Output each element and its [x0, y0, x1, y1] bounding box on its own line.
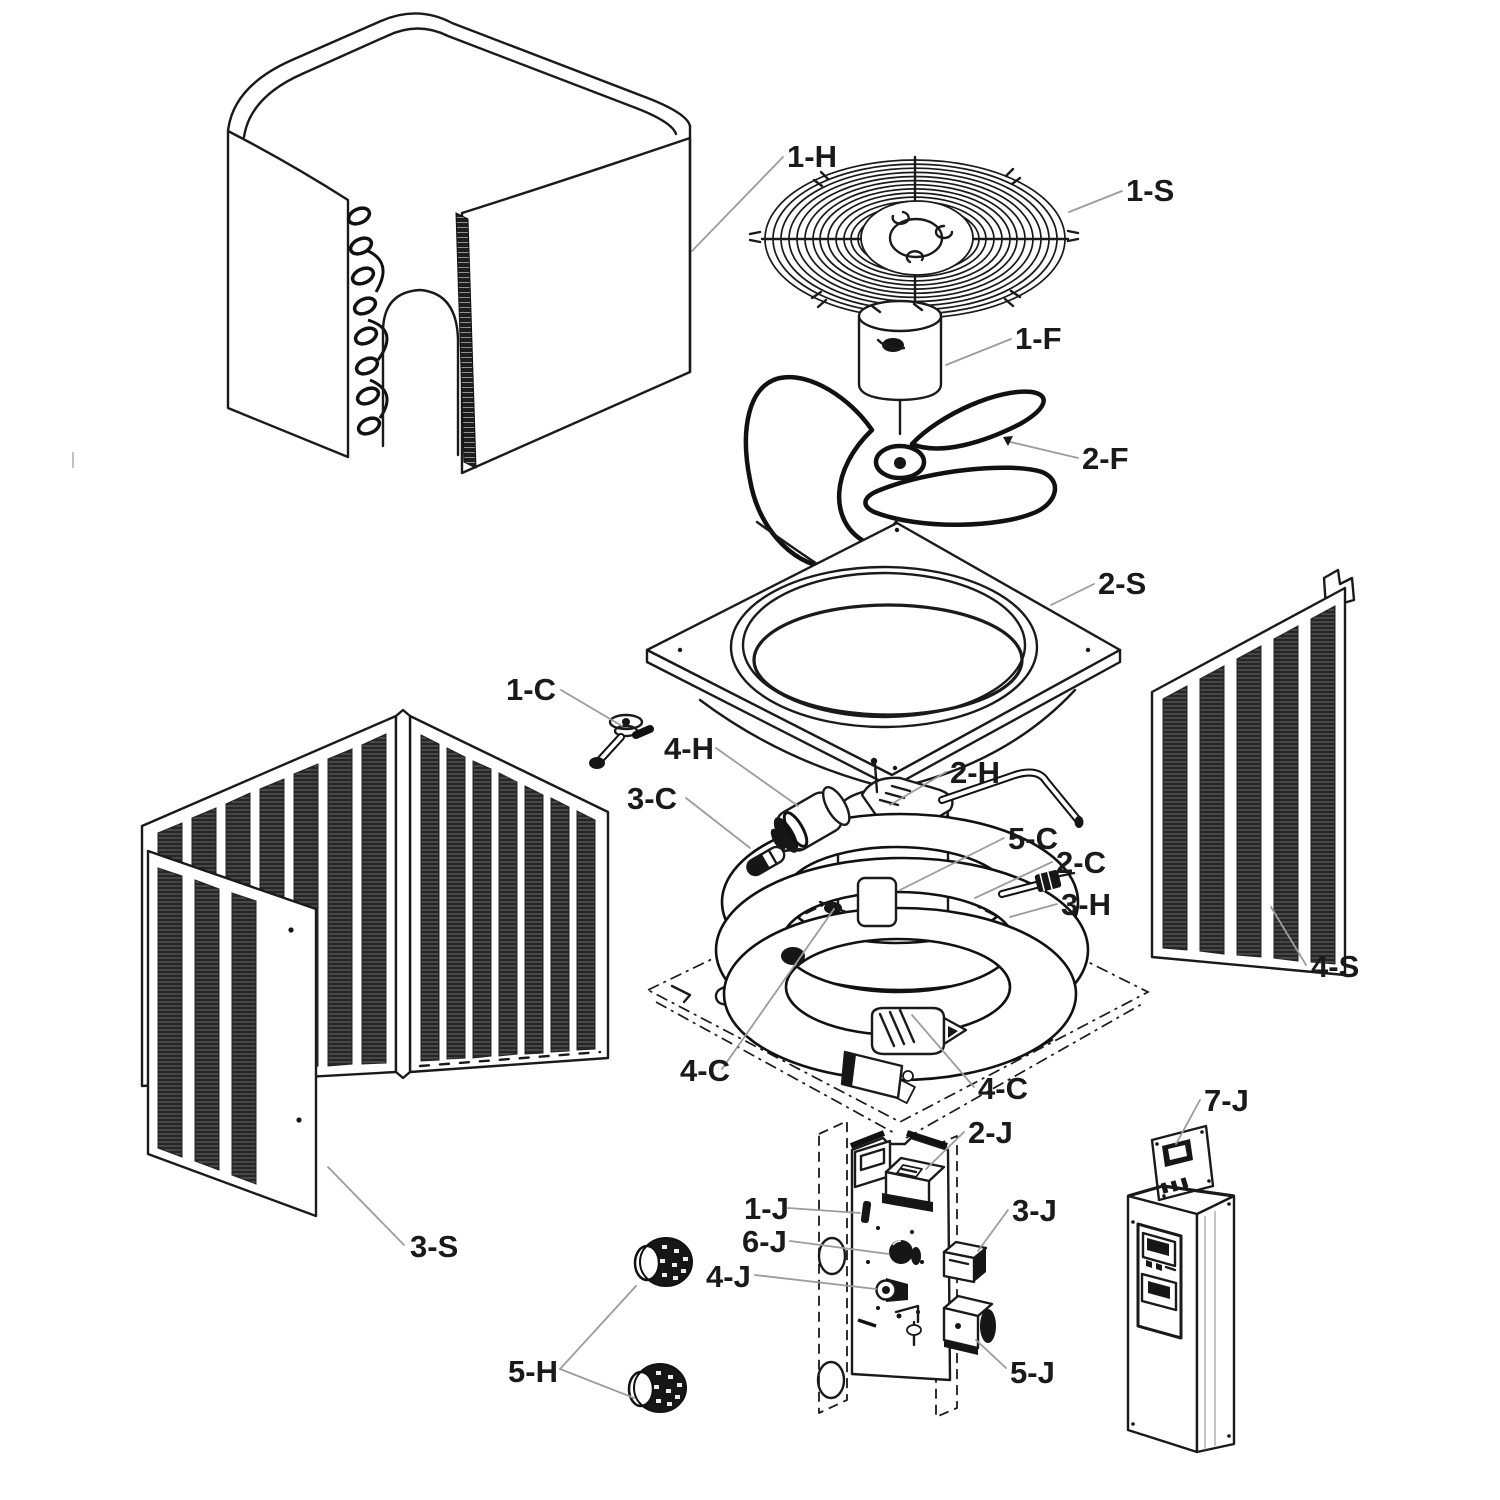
display-board: [1150, 1124, 1215, 1202]
leader-3-s: [327, 1166, 405, 1246]
fan-motor: [857, 299, 943, 436]
label-4-c-left: 4-C: [680, 1053, 730, 1088]
leader-4-j: [754, 1274, 877, 1290]
leader-7-j: [1175, 1099, 1201, 1145]
label-4-s: 4-S: [1311, 949, 1359, 984]
label-1-h: 1-H: [787, 139, 837, 174]
coil-fins-edge: [455, 212, 477, 469]
heat-exchanger-coil: [714, 812, 1090, 1082]
label-6-j: 6-J: [742, 1224, 787, 1259]
leader-1-j: [787, 1207, 861, 1214]
label-4-h: 4-H: [664, 731, 714, 766]
control-column: [1126, 1184, 1236, 1454]
label-2-s: 2-S: [1098, 566, 1146, 601]
part-labels: 1-H 1-S 1-F 2-F 2-S 1-C 4-H 3-C 2-H 5-C …: [410, 139, 1359, 1390]
label-2-c: 2-C: [1056, 845, 1106, 880]
leader-5-h: [558, 1285, 637, 1399]
leader-4-c-right: [911, 1014, 975, 1088]
union-nut-lower: [627, 1363, 687, 1413]
temperature-sensor: [746, 845, 802, 877]
label-5-j: 5-J: [1010, 1355, 1055, 1390]
under-compressor-valve: [840, 1006, 968, 1100]
grommet-6j: [889, 1240, 921, 1265]
grille-mount-tabs: [748, 167, 1080, 309]
capacitor-5j: [942, 1294, 996, 1355]
control-box-assembly: [816, 1120, 996, 1418]
leader-2-h: [889, 771, 947, 806]
coil-arch-opening: [381, 288, 460, 457]
leader-3-c: [685, 797, 751, 849]
condenser-coil: [72, 12, 692, 475]
service-valve: [589, 713, 654, 769]
leader-4-c-left: [721, 908, 835, 1070]
label-4-c-right: 4-C: [978, 1071, 1028, 1106]
label-1-s: 1-S: [1126, 173, 1174, 208]
label-7-j: 7-J: [1204, 1083, 1249, 1118]
fan-grille: [748, 155, 1080, 323]
fuse-1j: [860, 1200, 872, 1224]
label-2-h: 2-H: [950, 755, 1000, 790]
capacitor-3j: [942, 1240, 988, 1284]
leader-5-j: [975, 1339, 1007, 1369]
contactor-2j: [882, 1156, 946, 1212]
top-panel: [645, 516, 1122, 789]
leader-6-j: [789, 1240, 890, 1255]
leader-2-s: [1050, 583, 1095, 606]
leader-5-c: [899, 837, 1005, 891]
fitting-2c: [998, 870, 1076, 898]
leader-3-h: [1009, 903, 1058, 918]
label-1-c: 1-C: [506, 672, 556, 707]
leader-4-s: [1270, 906, 1307, 966]
label-2-f: 2-F: [1082, 441, 1129, 476]
leader-2-f: [1005, 440, 1079, 459]
leader-1-f: [945, 338, 1012, 366]
label-3-c: 3-C: [627, 781, 677, 816]
union-nut-upper: [633, 1237, 693, 1287]
label-2-j: 2-J: [968, 1115, 1013, 1150]
mounting-strip-left: [818, 1120, 848, 1414]
sight-glass: [856, 876, 898, 928]
fan-orifice-opening: [752, 603, 1024, 717]
label-3-s: 3-S: [410, 1229, 458, 1264]
label-1-f: 1-F: [1015, 321, 1062, 356]
leader-lines: [327, 156, 1307, 1399]
side-panel-left-wrap: [140, 708, 610, 1218]
leader-1-h: [691, 156, 784, 252]
corner-post: [394, 708, 412, 1080]
label-3-j: 3-J: [1012, 1193, 1057, 1228]
compressor-assembly: [646, 757, 1150, 1139]
muffler: [770, 786, 851, 853]
leader-1-c: [560, 689, 623, 727]
label-5-c: 5-C: [1008, 821, 1058, 856]
leader-3-j: [977, 1209, 1009, 1252]
label-5-h: 5-H: [508, 1354, 558, 1389]
coil-hairpin-tubes: [346, 206, 389, 436]
label-1-j: 1-J: [744, 1191, 789, 1226]
leader-1-s: [1068, 190, 1123, 213]
union-nuts: [627, 1237, 693, 1413]
side-panel-right: [1150, 568, 1356, 977]
label-3-h: 3-H: [1061, 887, 1111, 922]
leader-2-j: [925, 1131, 965, 1170]
leader-2-c: [974, 861, 1053, 899]
bushing-4j: [875, 1278, 908, 1302]
label-4-j: 4-J: [706, 1259, 751, 1294]
leader-4-h: [715, 747, 799, 807]
